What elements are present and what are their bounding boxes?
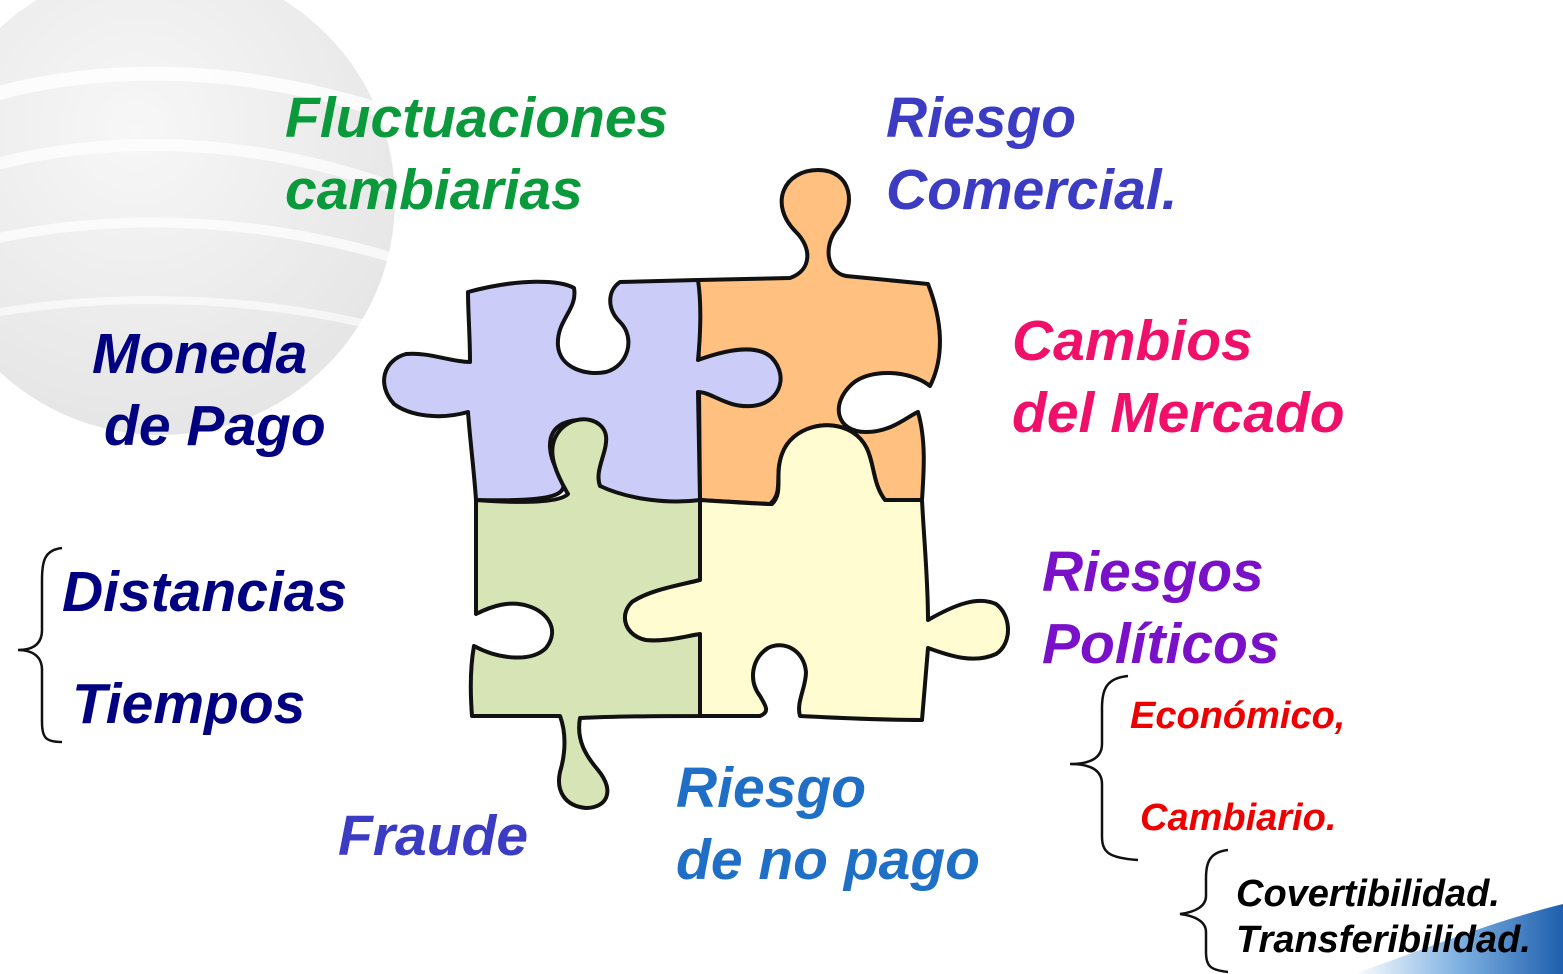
label-fluctuaciones-cambiarias: Fluctuaciones cambiarias	[285, 82, 668, 226]
label-cambios-line2: del Mercado	[1012, 381, 1345, 445]
label-riesgo-comercial: Riesgo Comercial.	[886, 82, 1177, 226]
label-covertibilidad: Covertibilidad.	[1236, 873, 1500, 915]
label-transferibilidad: Transferibilidad.	[1236, 919, 1531, 961]
puzzle-piece-yellow	[623, 423, 1010, 722]
label-riesgo-no-pago-line2: de no pago	[676, 828, 980, 892]
label-riesgo-no-pago-line1: Riesgo	[676, 756, 867, 820]
background-globe	[0, 0, 403, 435]
label-fluctuaciones-line2: cambiarias	[285, 158, 583, 222]
label-riesgos-politicos-line1: Riesgos	[1042, 540, 1264, 604]
label-cambiario: Cambiario.	[1140, 797, 1337, 839]
label-riesgo-comercial-line1: Riesgo	[886, 86, 1077, 150]
puzzle-piece-green	[468, 417, 702, 810]
label-moneda-line1: Moneda	[92, 322, 308, 386]
corner-swoosh	[1353, 904, 1563, 974]
brace-politicos	[1069, 674, 1139, 862]
label-cambios-line1: Cambios	[1012, 309, 1253, 373]
label-moneda-line2: de Pago	[104, 394, 326, 458]
label-economico: Económico,	[1130, 695, 1346, 737]
label-moneda-de-pago: Moneda de Pago	[92, 318, 326, 462]
label-riesgo-de-no-pago: Riesgo de no pago	[676, 752, 980, 896]
brace-distancias-tiempos	[17, 546, 63, 744]
label-fluctuaciones-line1: Fluctuaciones	[285, 86, 669, 150]
label-fraude: Fraude	[338, 804, 529, 868]
label-riesgos-politicos-line2: Políticos	[1042, 612, 1280, 676]
label-cambios-del-mercado: Cambios del Mercado	[1012, 305, 1345, 449]
label-riesgo-comercial-line2: Comercial.	[886, 158, 1178, 222]
label-tiempos: Tiempos	[72, 672, 306, 736]
label-distancias: Distancias	[62, 560, 348, 624]
label-riesgos-politicos: Riesgos Políticos	[1042, 536, 1280, 680]
brace-cambiario	[1179, 848, 1229, 974]
